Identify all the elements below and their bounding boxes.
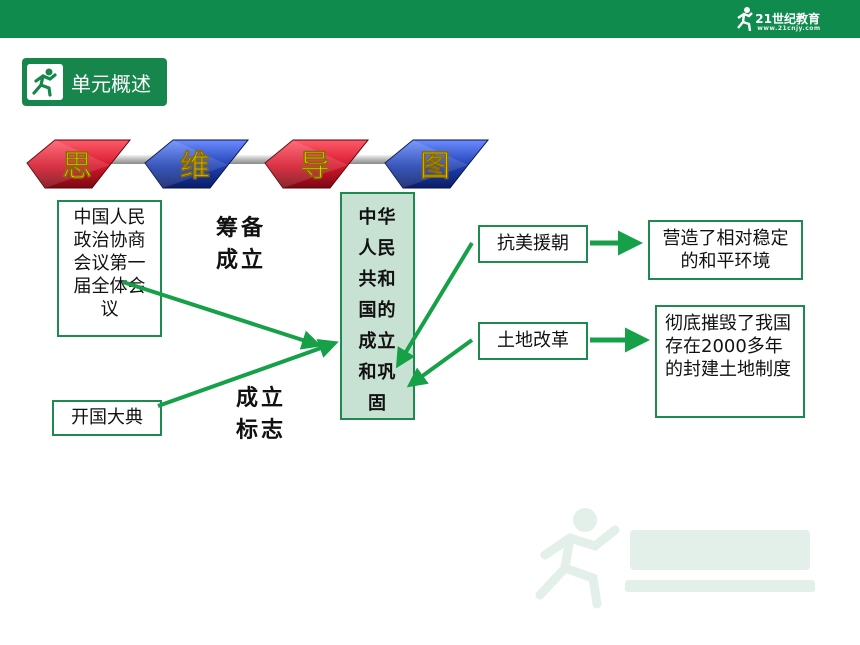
node-korean-war: 抗美援朝 — [478, 225, 588, 263]
brand-logo: 21世纪教育 www.21cnjy.com — [735, 4, 820, 34]
node-cppcc-text: 中国人民政治协商会议第一届全体会议 — [73, 207, 146, 320]
node-korean-war-result: 营造了相对稳定的和平环境 — [648, 220, 803, 280]
label-preparation-text: 筹备成立 — [216, 215, 267, 273]
section-badge: 单元概述 — [22, 58, 167, 106]
gem-tu: 图 — [384, 139, 490, 189]
label-preparation: 筹备成立 — [216, 212, 288, 276]
node-korean-war-text: 抗美援朝 — [497, 233, 569, 254]
node-center-topic-text: 中华人民共和国的成立和巩固 — [358, 207, 397, 414]
node-korean-war-result-text: 营造了相对稳定的和平环境 — [662, 228, 789, 272]
brand-url: www.21cnjy.com — [757, 25, 821, 32]
node-land-reform-result: 彻底摧毁了我国存在2000多年的封建土地制度 — [655, 305, 805, 418]
watermark-logo — [525, 500, 825, 610]
gem-connector-bar — [70, 155, 450, 164]
gem-wei: 维 — [144, 139, 250, 189]
top-bar: 21世纪教育 www.21cnjy.com — [0, 0, 860, 38]
node-land-reform-result-text: 彻底摧毁了我国存在2000多年的封建土地制度 — [665, 313, 791, 380]
label-founding-symbol: 成立标志 — [236, 382, 306, 446]
gem-si: 思 — [26, 139, 132, 189]
node-founding-ceremony-text: 开国大典 — [71, 407, 143, 428]
node-founding-ceremony: 开国大典 — [52, 400, 162, 436]
brand-name: 21世纪教育 — [755, 12, 820, 26]
node-land-reform: 土地改革 — [478, 322, 588, 360]
gem-label: 维 — [180, 149, 210, 184]
gem-label: 思 — [62, 149, 92, 184]
gem-label: 图 — [420, 149, 450, 184]
gem-dao: 导 — [264, 139, 370, 189]
node-center-topic: 中华人民共和国的成立和巩固 — [340, 192, 415, 420]
node-land-reform-text: 土地改革 — [497, 330, 569, 351]
gem-label: 导 — [300, 149, 330, 184]
running-man-icon — [27, 64, 63, 100]
section-title: 单元概述 — [71, 71, 151, 96]
running-man-logo-icon — [737, 7, 754, 32]
node-cppcc: 中国人民政治协商会议第一届全体会议 — [57, 200, 162, 337]
label-founding-symbol-text: 成立标志 — [236, 385, 287, 443]
